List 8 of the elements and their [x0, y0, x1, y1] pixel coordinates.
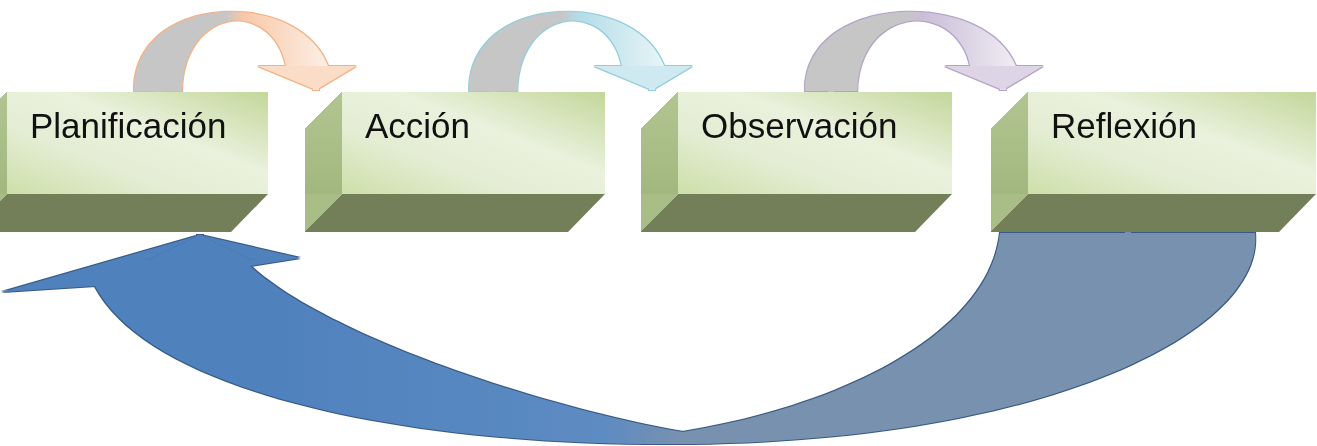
- process-block: [0, 92, 268, 232]
- block-label: Acción: [365, 106, 471, 146]
- process-block: [641, 92, 952, 232]
- block-label: Reflexión: [1051, 106, 1197, 146]
- block-label: Planificación: [30, 106, 227, 146]
- block-label: Observación: [701, 106, 898, 146]
- process-block: [991, 92, 1316, 232]
- process-block: [305, 92, 605, 232]
